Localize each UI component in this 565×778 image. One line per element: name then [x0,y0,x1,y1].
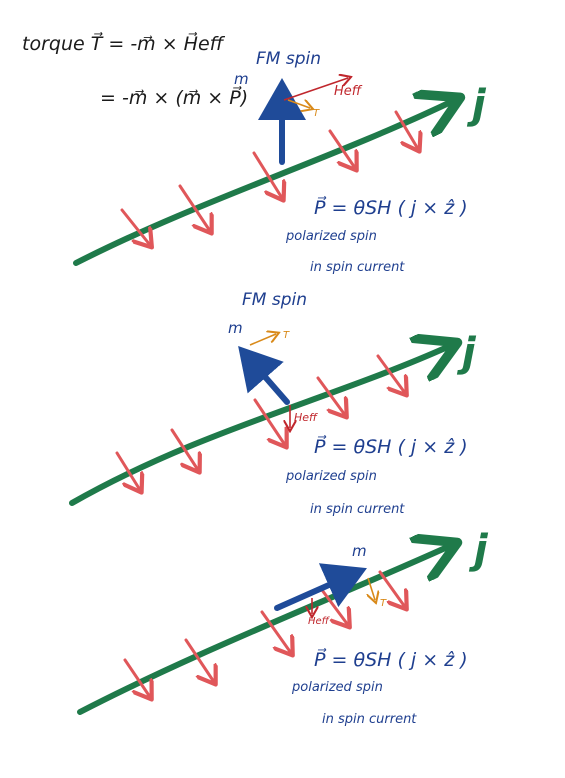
current-label: j [466,82,487,128]
spin-arrow [328,129,355,168]
spin-arrow [376,354,405,393]
current-line [77,545,452,715]
spin-polarization-arrows [115,354,405,490]
spin-arrow [115,451,140,490]
effective-field-label: Heff [334,84,363,99]
torque-equation-line1: torque T⃗ = -m⃗ × H⃗eff [22,32,226,55]
spin-arrow [170,428,198,470]
spin-current-label: in spin current [322,712,417,727]
spin-arrow [394,110,418,149]
spin-polarization-arrows [123,570,405,697]
spin-arrow [316,376,345,415]
current-label: j [468,527,489,573]
current-label: j [456,330,477,376]
panel-2: j m FM spin T Heff P⃗ = θSH ( j × ẑ ) po… [69,290,477,517]
magnetization-label: m [352,542,367,560]
effective-field-arrow [283,78,348,101]
spin-arrow [120,208,150,245]
magnetization-label: m [234,70,249,88]
polarized-spin-label: polarized spin [285,229,377,244]
polarization-formula: P⃗ = θSH ( j × ẑ ) [314,435,468,458]
fm-spin-label: FM spin [256,49,321,69]
panel-1: j m FM spin Heff T P⃗ = θSH ( j × ẑ ) po… [73,49,487,275]
spin-arrow [252,151,282,198]
spin-current-label: in spin current [310,502,405,517]
torque-label: T [313,108,320,119]
spin-arrow [184,638,214,682]
torque-arrow [249,334,276,346]
effective-field-label: Heff [308,616,331,627]
spin-polarization-arrows [120,110,418,245]
torque-label: T [380,598,387,609]
spin-arrow [253,398,285,445]
magnetization-label: m [228,319,243,337]
polarization-formula: P⃗ = θSH ( j × ẑ ) [314,196,468,219]
fm-spin-label: FM spin [242,290,307,310]
spin-arrow [178,184,210,231]
polarized-spin-label: polarized spin [285,469,377,484]
magnetization-arrow [238,345,290,405]
effective-field-label: Heff [294,411,318,424]
torque-arrow [287,99,310,108]
torque-arrow [368,577,375,600]
torque-equation: torque T⃗ = -m⃗ × H⃗eff = -m⃗ × (m⃗ × P⃗… [22,32,248,109]
magnetization-arrow [274,563,367,611]
spin-arrow [260,610,291,653]
polarization-formula: P⃗ = θSH ( j × ẑ ) [314,648,468,671]
spin-arrow [378,570,405,607]
panel-3: j m T Heff P⃗ = θSH ( j × ẑ ) polarized … [77,527,489,727]
torque-label: T [283,330,290,341]
polarized-spin-label: polarized spin [291,680,383,695]
spin-current-label: in spin current [310,260,405,275]
spin-arrow [123,658,150,697]
torque-equation-line2: = -m⃗ × (m⃗ × P⃗) [100,86,248,109]
current-line [69,345,452,506]
current-line [73,100,455,266]
